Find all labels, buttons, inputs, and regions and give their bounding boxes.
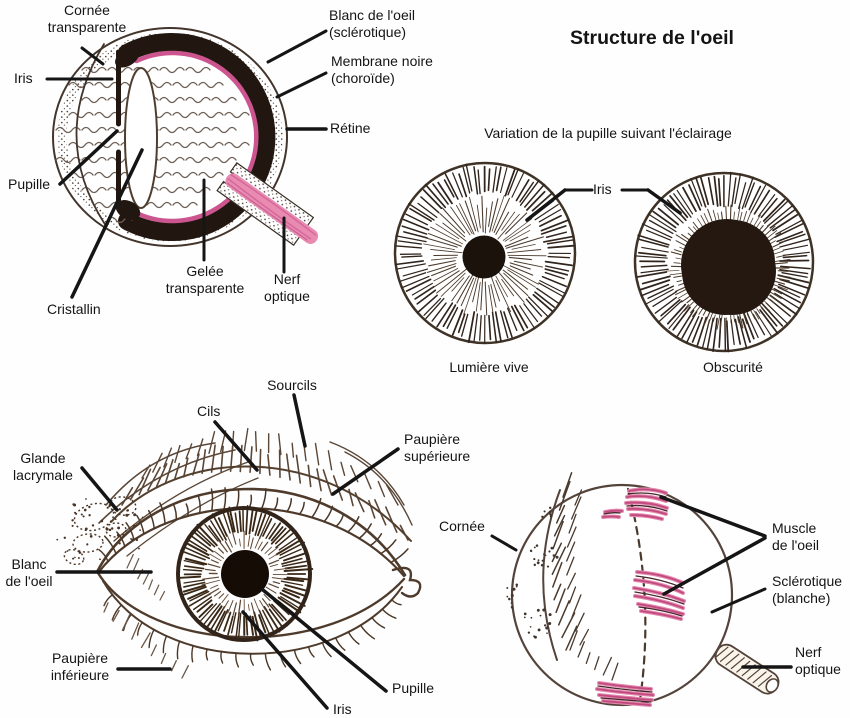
label-blanc-sclerotique: Blanc de l'oeil (sclérotique): [329, 7, 415, 40]
label-glande-lacrymale: Glande lacrymale: [13, 450, 73, 483]
label-cils: Cils: [197, 403, 221, 419]
label-lumiere-vive: Lumière vive: [449, 359, 529, 375]
label-paupiere-superieure: Paupière supérieure: [404, 431, 471, 464]
label-cornee-side: Cornée: [439, 518, 485, 534]
label-gelee-transparente: Gelée transparente: [165, 263, 245, 296]
leader-lines: [45, 29, 793, 710]
label-retine: Rétine: [330, 120, 371, 136]
cross-section-drawing: [52, 27, 319, 247]
label-blanc-oeil-front: Blanc de l'oeil: [5, 556, 53, 589]
label-nerf-optique-side: Nerf optique: [795, 644, 841, 677]
front-view-drawing: [56, 428, 422, 679]
label-membrane-choroide: Membrane noire (choroïde): [331, 53, 433, 86]
page-title: Structure de l'oeil: [570, 27, 734, 49]
label-sourcils: Sourcils: [267, 377, 317, 393]
label-cornee-transparente: Cornée transparente: [47, 2, 127, 35]
label-muscle-oeil: Muscle de l'oeil: [772, 520, 820, 553]
label-obscurite: Obscurité: [703, 359, 763, 375]
pupil-variation-drawing: [393, 161, 815, 353]
label-iris-variation: Iris: [593, 181, 612, 197]
label-iris-cross: Iris: [14, 70, 33, 86]
label-pupille-front: Pupille: [392, 680, 435, 696]
label-sclerotique-side: Sclérotique (blanche): [772, 573, 843, 606]
label-cristallin: Cristallin: [47, 301, 101, 317]
label-pupille-cross: Pupille: [8, 176, 51, 192]
label-iris-front: Iris: [333, 701, 352, 717]
label-nerf-optique-cross: Nerf optique: [264, 271, 310, 304]
side-view-drawing: [506, 472, 780, 707]
pupil-variation-subtitle: Variation de la pupille suivant l'éclair…: [484, 125, 732, 141]
label-paupiere-inferieure: Paupière inférieure: [50, 650, 110, 683]
